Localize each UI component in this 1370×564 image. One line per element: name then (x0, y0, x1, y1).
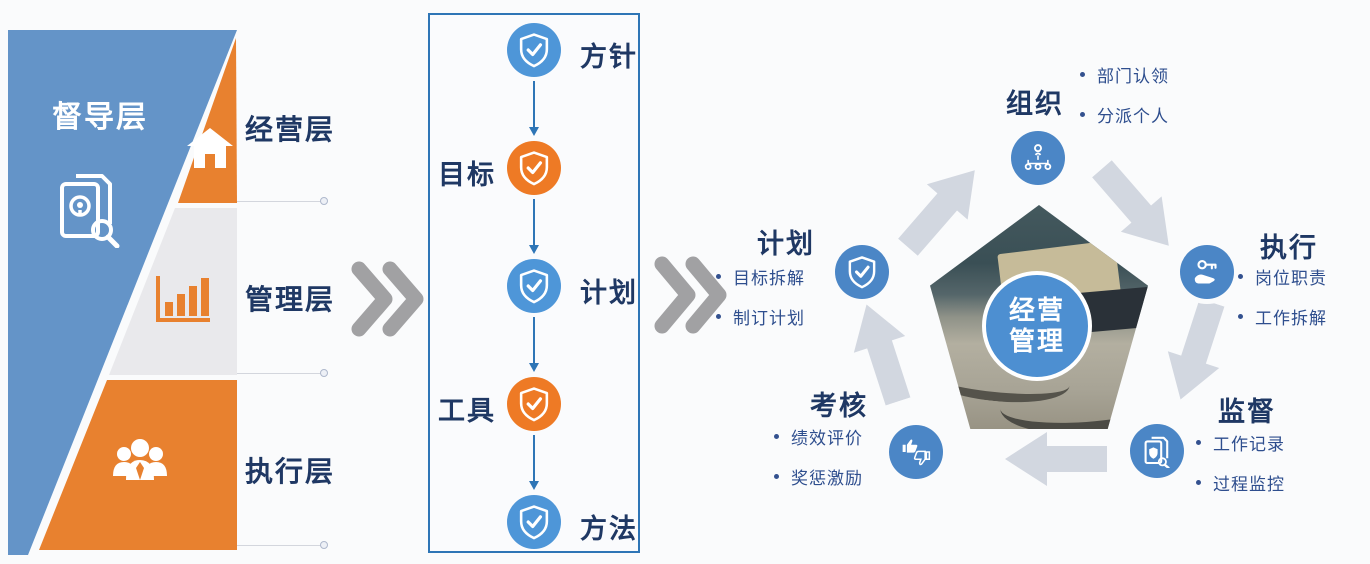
cycle-arrow-icon (898, 170, 975, 256)
arrow-head-icon (529, 127, 539, 136)
double-chevron-icon (654, 256, 727, 334)
flow-connector (533, 435, 535, 481)
management-layer-label: 管理层 (245, 284, 336, 315)
shield-check-icon (507, 23, 561, 77)
pin-marker (320, 197, 328, 205)
bullet-dot (774, 434, 779, 439)
flow-connector (533, 81, 535, 127)
flow-item-label: 计划 (580, 278, 638, 308)
pin-marker (320, 369, 328, 377)
document-search-icon (60, 174, 120, 248)
cycle-arrow-icon (1005, 432, 1107, 486)
flow-connector (533, 317, 535, 363)
cycle-node-bullets: 目标拆解 制订计划 (716, 264, 805, 344)
team-icon (113, 439, 167, 480)
bullet-dot (774, 474, 779, 479)
flow-item-label: 方法 (580, 514, 638, 544)
flow-item-label: 工具 (438, 396, 496, 426)
cycle-node-bullets: 工作记录 过程监控 (1196, 430, 1285, 510)
hand-key-icon (1180, 245, 1234, 299)
bullet-dot (1080, 112, 1085, 117)
execution-layer-label: 执行层 (245, 456, 336, 487)
list-item: 过程监控 (1196, 470, 1285, 495)
arrow-head-icon (529, 245, 539, 254)
cycle-node-title: 执行 (1260, 233, 1318, 263)
cycle-node-title: 组织 (1006, 89, 1064, 119)
shield-check-icon (835, 245, 889, 299)
cycle-node-title: 考核 (810, 391, 868, 421)
cycle-node-title: 计划 (757, 229, 815, 259)
flow-item-label: 方针 (580, 42, 638, 72)
list-item: 部门认领 (1080, 62, 1169, 87)
list-item: 工作拆解 (1238, 304, 1327, 329)
center-label-line2: 管理 (1008, 326, 1065, 356)
thumbs-icon (889, 425, 943, 479)
arrow-head-icon (529, 481, 539, 490)
list-item: 分派个人 (1080, 102, 1169, 127)
operations-layer-label: 经营层 (245, 114, 336, 145)
policy-flow-box: 方针 目标 计划 工具 方法 (428, 13, 640, 553)
cycle-arrow-icon (853, 304, 911, 406)
separator-line (237, 197, 328, 205)
bullet-dot (716, 274, 721, 279)
cycle-node-bullets: 绩效评价 奖惩激励 (774, 424, 863, 504)
separator-line (237, 369, 328, 377)
cycle-center-badge: 经营 管理 (982, 271, 1092, 381)
home-icon (187, 128, 233, 168)
bullet-dot (1196, 440, 1201, 445)
document-search-icon (1130, 424, 1184, 478)
separator-line (237, 541, 328, 549)
cycle-node-bullets: 部门认领 分派个人 (1080, 62, 1169, 142)
bullet-dot (1196, 480, 1201, 485)
list-item: 绩效评价 (774, 424, 863, 449)
shield-check-icon (507, 495, 561, 549)
arrow-head-icon (529, 363, 539, 372)
list-item: 制订计划 (716, 304, 805, 329)
org-chart-icon (1011, 131, 1065, 185)
list-item: 奖惩激励 (774, 464, 863, 489)
cycle-node-title: 监督 (1218, 397, 1276, 427)
double-chevron-icon (351, 261, 424, 337)
bullet-dot (1238, 274, 1243, 279)
cycle-arrow-icon (1167, 298, 1225, 400)
shield-check-icon (507, 141, 561, 195)
bar-chart-icon (156, 276, 210, 322)
cycle-arrow-icon (1092, 160, 1169, 246)
shield-check-icon (507, 377, 561, 431)
pin-marker (320, 541, 328, 549)
cycle-node-bullets: 岗位职责 工作拆解 (1238, 264, 1327, 344)
bullet-dot (1238, 314, 1243, 319)
center-label-line1: 经营 (1008, 294, 1065, 325)
bullet-dot (1080, 72, 1085, 77)
shield-check-icon (507, 259, 561, 313)
bullet-dot (716, 314, 721, 319)
list-item: 工作记录 (1196, 430, 1285, 455)
flow-item-label: 目标 (438, 160, 496, 190)
flow-connector (533, 199, 535, 245)
list-item: 岗位职责 (1238, 264, 1327, 289)
list-item: 目标拆解 (716, 264, 805, 289)
supervisor-layer-label: 督导层 (52, 101, 148, 134)
